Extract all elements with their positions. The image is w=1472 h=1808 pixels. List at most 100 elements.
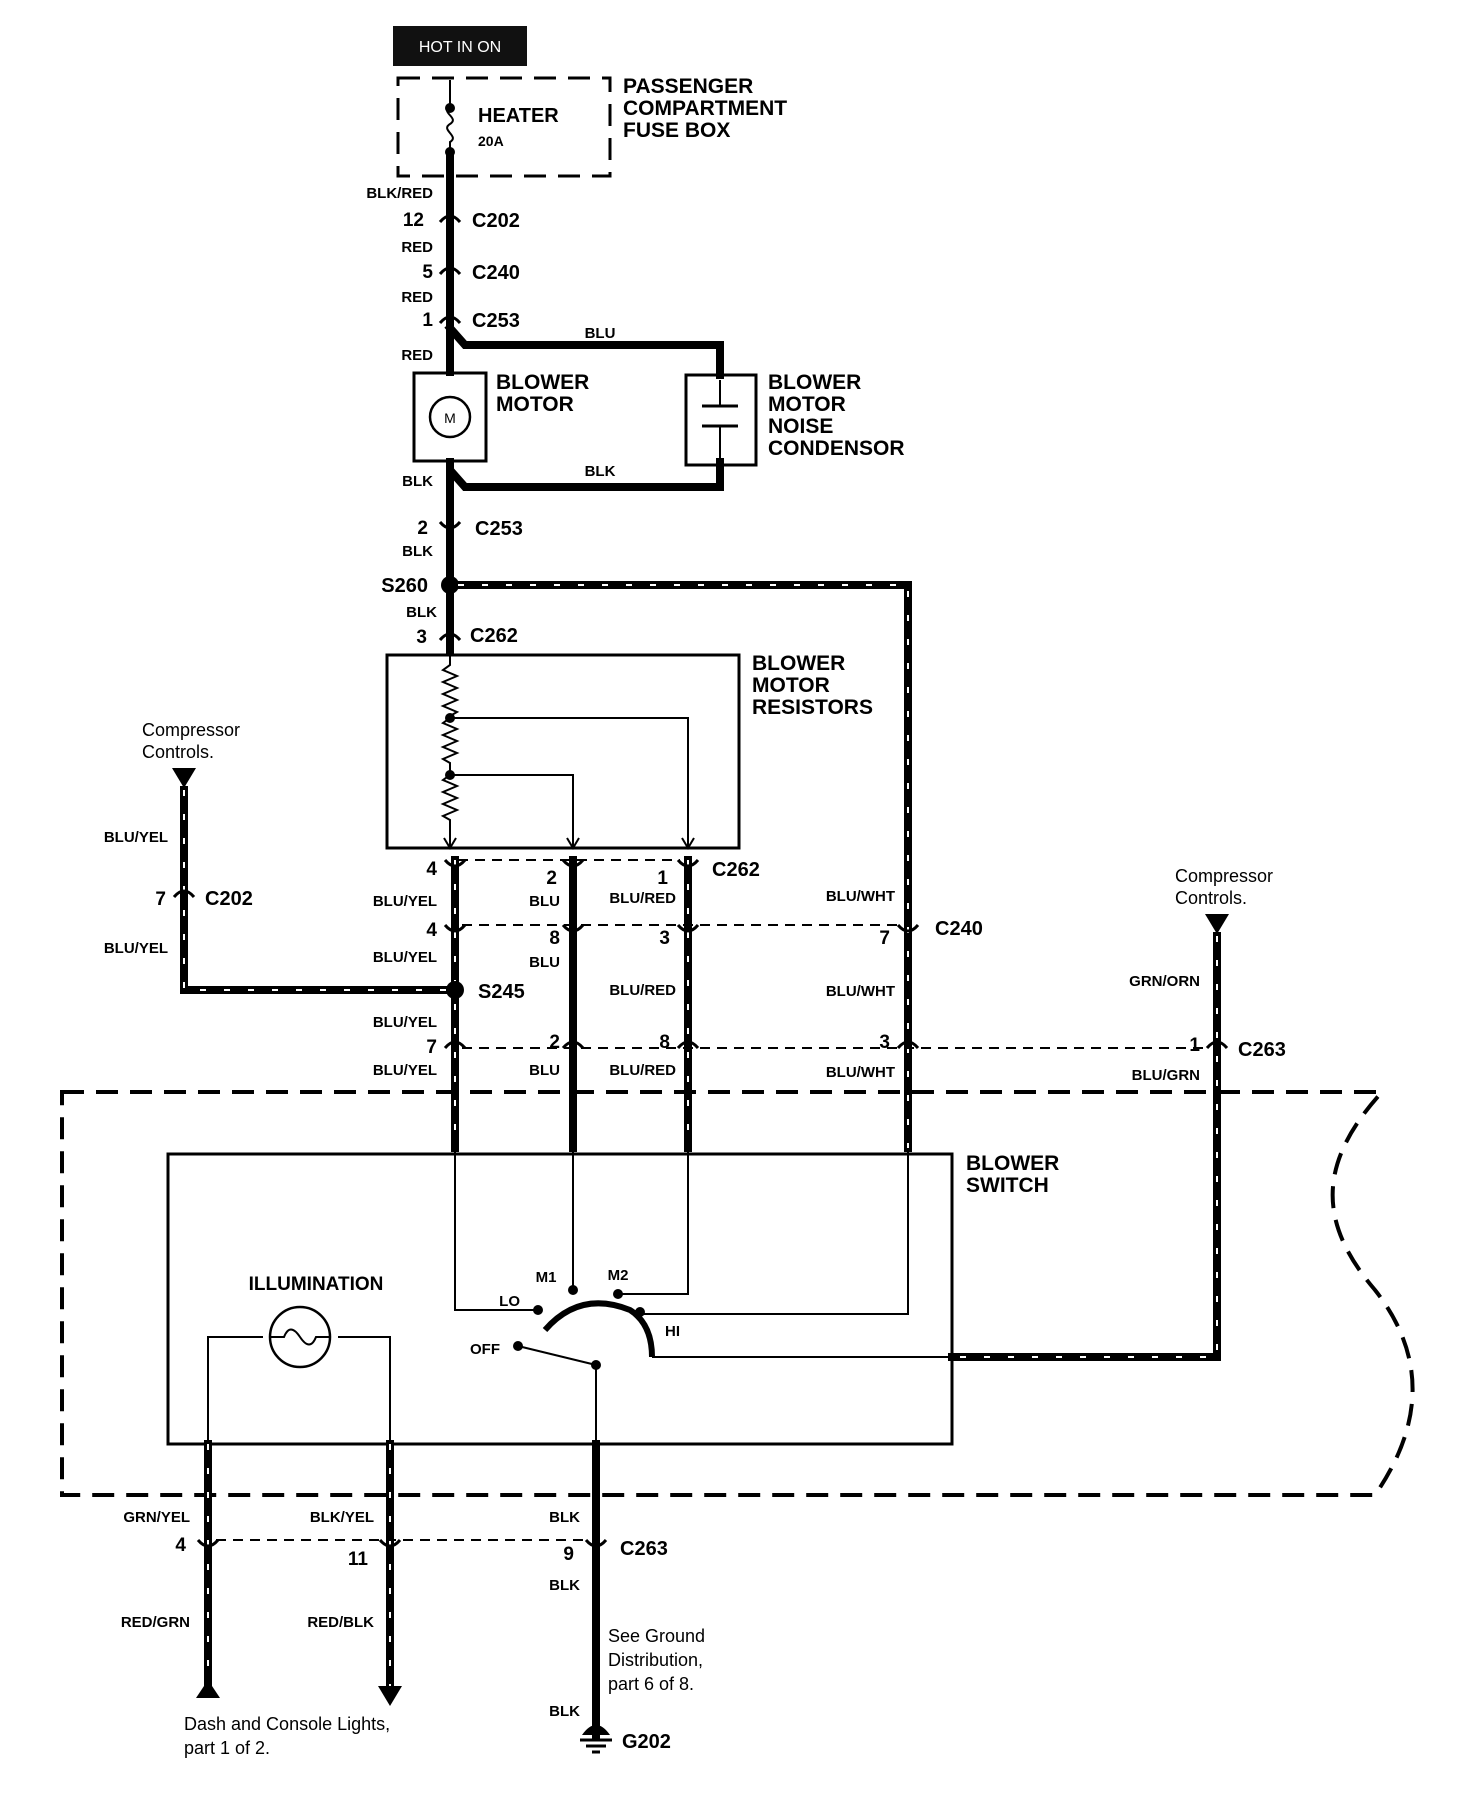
dash-lights-line1: Dash and Console Lights, — [184, 1714, 390, 1734]
resistors-label-line2: MOTOR — [752, 674, 830, 697]
wire-grn-yel: GRN/YEL 4 RED/GRN — [121, 1440, 220, 1698]
wire-label-red-blk: RED/BLK — [307, 1614, 374, 1631]
splice-s245-dot — [446, 981, 464, 999]
blower-motor-noise-condensor: BLOWER MOTOR NOISE CONDENSOR — [684, 371, 905, 467]
resistors-label-line1: BLOWER — [752, 652, 845, 675]
connector-c253-top: 1 C253 — [422, 310, 519, 332]
blower-switch-label-line2: SWITCH — [966, 1174, 1049, 1197]
pin-c263-11: 11 — [348, 1549, 369, 1570]
wire-label-blu-2: BLU — [529, 954, 560, 971]
wire-label-blu-red-2: BLU/RED — [609, 982, 676, 999]
connector-c240-top: 5 C240 — [422, 262, 519, 284]
connector-c202-top: 12 C202 — [403, 210, 520, 232]
note-dash-lights: Dash and Console Lights, part 1 of 2. — [184, 1714, 390, 1758]
pin-c240-4: 4 — [426, 920, 437, 941]
pin-c263-9: 9 — [563, 1544, 574, 1565]
wire-label-blu-red-3: BLU/RED — [609, 1062, 676, 1079]
pin-c263-7: 7 — [426, 1037, 437, 1058]
label-c202-left: C202 — [205, 888, 253, 910]
label-s260: S260 — [381, 575, 428, 597]
wire-label-blu-condensor: BLU — [585, 325, 616, 342]
wire-blu-yel: BLU/YEL 4 BLU/YEL BLU/YEL 7 BLU/YEL — [373, 856, 467, 1152]
blower-switch-enclosure — [60, 1090, 1415, 1497]
compressor-controls-right: Compressor Controls. GRN/ORN 1 C263 BLU/… — [948, 866, 1286, 1361]
wire-label-blu-wht-2: BLU/WHT — [826, 983, 895, 1000]
switch-pos-hi: HI — [665, 1323, 680, 1340]
wire-blu: BLU 8 BLU 2 BLU — [529, 856, 585, 1152]
wire-label-grn-yel: GRN/YEL — [123, 1509, 190, 1526]
label-g202: G202 — [622, 1731, 671, 1753]
wire-label-blu-grn: BLU/GRN — [1132, 1067, 1200, 1084]
pin-c240-7: 7 — [879, 928, 890, 949]
wire-label-blu-3: BLU — [529, 1062, 560, 1079]
pin-c202-12: 12 — [403, 210, 424, 231]
blower-motor-label-line1: BLOWER — [496, 371, 589, 394]
wire-label-blu-yel-left-1: BLU/YEL — [104, 829, 168, 846]
pin-c202-7: 7 — [155, 889, 166, 910]
motor-symbol: M — [444, 410, 456, 426]
label-c240-middle: C240 — [935, 918, 983, 940]
pin-c263-8: 8 — [659, 1032, 670, 1053]
label-c202-top: C202 — [472, 210, 520, 232]
wire-label-blu-yel-2: BLU/YEL — [373, 949, 437, 966]
wire-label-blu-wht-3: BLU/WHT — [826, 1064, 895, 1081]
wire-label-grn-orn: GRN/ORN — [1129, 973, 1200, 990]
wire-label-blk-2: BLK — [402, 543, 433, 560]
wire-label-red-3: RED — [401, 347, 433, 364]
feed-wire: BLK/RED RED RED RED — [366, 154, 454, 376]
condensor-label-line4: CONDENSOR — [768, 437, 905, 460]
condensor-label-line2: MOTOR — [768, 393, 846, 416]
wire-blu-red: BLU/RED 3 BLU/RED 8 BLU/RED — [609, 856, 700, 1152]
label-c253-top: C253 — [472, 310, 520, 332]
resistors-label-line3: RESISTORS — [752, 696, 873, 719]
motor-ground-wire: BLK 2 C253 BLK S260 BLK 3 C262 — [381, 458, 523, 654]
blower-motor: M BLOWER MOTOR — [412, 371, 589, 463]
fuse-name: HEATER — [478, 105, 559, 127]
pin-c240-8: 8 — [549, 928, 560, 949]
wire-blk-ground: BLK 9 C263 BLK BLK — [549, 1440, 668, 1739]
blower-switch: BLOWER SWITCH LO M1 M2 HI OFF ILLUMINATI… — [166, 1148, 1059, 1446]
hot-in-on-label: HOT IN ON — [419, 39, 501, 56]
pin-c263-3: 3 — [879, 1032, 890, 1053]
compressor-left-line2: Controls. — [142, 742, 214, 762]
blower-motor-resistors: BLOWER MOTOR RESISTORS — [385, 652, 873, 850]
blower-switch-label-line1: BLOWER — [966, 1152, 1059, 1175]
passenger-compartment-fuse-box: HEATER 20A PASSENGER COMPARTMENT FUSE BO… — [396, 75, 787, 178]
pin-c262-3: 3 — [416, 627, 427, 648]
wire-blu-wht — [454, 581, 912, 1152]
splice-s260-dot — [441, 576, 459, 594]
pin-c263-2: 2 — [549, 1032, 560, 1053]
condensor-branch: BLU BLK — [444, 322, 724, 491]
pin-c253-1: 1 — [422, 310, 433, 331]
ground-dist-line2: Distribution, — [608, 1650, 703, 1670]
wire-label-blk-5: BLK — [549, 1577, 580, 1594]
switch-pos-off: OFF — [470, 1341, 500, 1358]
wire-label-blu-yel-left-2: BLU/YEL — [104, 940, 168, 957]
blower-motor-label-line2: MOTOR — [496, 393, 574, 416]
fuse-box-title-line1: PASSENGER — [623, 75, 753, 98]
wire-label-blk-yel: BLK/YEL — [310, 1509, 374, 1526]
pin-c262-1: 1 — [657, 868, 668, 889]
switch-pos-lo: LO — [499, 1293, 520, 1310]
label-c262-bottom: C262 — [712, 859, 760, 881]
wire-label-blk-red: BLK/RED — [366, 185, 433, 202]
ground-g202: G202 — [580, 1725, 671, 1754]
wire-blk-yel: BLK/YEL 11 RED/BLK — [307, 1440, 402, 1706]
note-ground-distribution: See Ground Distribution, part 6 of 8. — [608, 1626, 705, 1694]
label-c262-top: C262 — [470, 625, 518, 647]
wire-label-red-2: RED — [401, 289, 433, 306]
wire-label-blu-1: BLU — [529, 893, 560, 910]
wire-label-blk-4: BLK — [549, 1509, 580, 1526]
pin-c262-4: 4 — [426, 859, 437, 880]
wire-label-blk-3: BLK — [406, 604, 437, 621]
pin-c253-2: 2 — [417, 518, 428, 539]
switch-pos-m2: M2 — [608, 1267, 629, 1284]
ground-icon — [582, 1725, 610, 1735]
compressor-right-line2: Controls. — [1175, 888, 1247, 908]
wire-label-blu-wht-1: BLU/WHT — [826, 888, 895, 905]
compressor-left-line1: Compressor — [142, 720, 240, 740]
pin-c240-5: 5 — [422, 262, 433, 283]
condensor-label-line3: NOISE — [768, 415, 833, 438]
label-c240-top: C240 — [472, 262, 520, 284]
